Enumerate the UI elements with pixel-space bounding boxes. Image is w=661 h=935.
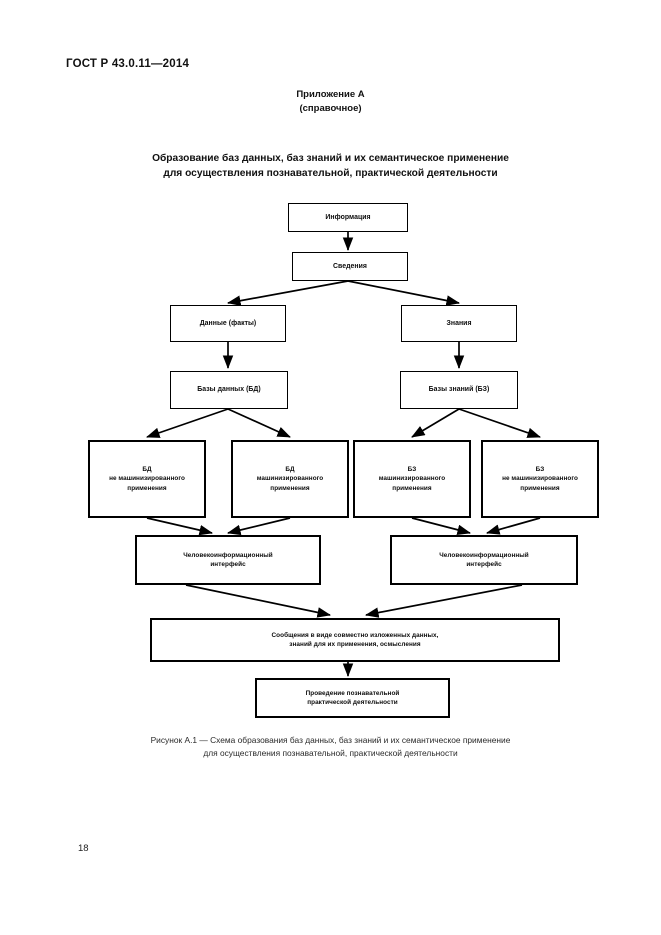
edge-kb-to-kb-non-machine	[458, 408, 541, 438]
node-databases-label: Базы данных (БД)	[197, 386, 261, 394]
node-records-label: Сведения	[333, 262, 367, 270]
node-data-facts-label: Данные (факты)	[199, 319, 257, 327]
node-records: Сведения	[292, 252, 408, 281]
edge-kb-non-machine-to-interface-right	[486, 517, 541, 535]
node-databases: Базы данных (БД)	[170, 371, 288, 409]
node-kb-machine: БЗ машинизированного применения	[353, 440, 471, 518]
node-messages: Сообщения в виде совместно изложенных да…	[150, 618, 560, 662]
edge-records-to-facts	[226, 280, 349, 306]
node-db-non-machine-label: БД не машинизированного применения	[109, 466, 185, 492]
page-title: Образование баз данных, баз знаний и их …	[80, 151, 581, 182]
node-data-facts: Данные (факты)	[170, 305, 286, 342]
edge-db-to-db-machine	[227, 408, 291, 438]
edge-interface-left-to-messages	[185, 584, 331, 618]
node-knowledge-bases: Базы знаний (БЗ)	[400, 371, 518, 409]
node-interface-right-label: Человекоинформационный интерфейс	[439, 551, 529, 568]
node-messages-label: Сообщения в виде совместно изложенных да…	[271, 631, 439, 648]
standard-number-header: ГОСТ Р 43.0.11—2014	[66, 58, 190, 70]
node-activity-label: Проведение познавательной практической д…	[305, 689, 400, 706]
edge-db-to-db-non-machine	[146, 408, 229, 438]
edge-kb-machine-to-interface-right	[411, 517, 471, 535]
node-information-label: Информация	[325, 213, 371, 221]
page-title-line-1: Образование баз данных, баз знаний и их …	[152, 153, 509, 164]
node-kb-non-machine: БЗ не машинизированного применения	[481, 440, 599, 518]
node-db-non-machine: БД не машинизированного применения	[88, 440, 206, 518]
node-db-machine-label: БД машинизированного применения	[256, 466, 324, 492]
node-activity: Проведение познавательной практической д…	[255, 678, 450, 718]
node-interface-left: Человекоинформационный интерфейс	[135, 535, 321, 585]
node-interface-right: Человекоинформационный интерфейс	[390, 535, 578, 585]
node-knowledge: Знания	[401, 305, 517, 342]
appendix-title: Приложение А	[296, 89, 365, 100]
node-interface-left-label: Человекоинформационный интерфейс	[183, 551, 273, 568]
edge-kb-to-kb-machine	[411, 408, 460, 438]
figure-caption-line-1: Рисунок А.1 — Схема образования баз данн…	[150, 735, 511, 745]
node-knowledge-bases-label: Базы знаний (БЗ)	[428, 386, 490, 394]
node-information: Информация	[288, 203, 408, 232]
edge-db-non-machine-to-interface-left	[146, 517, 213, 536]
edge-db-machine-to-interface-left	[227, 517, 291, 536]
node-knowledge-label: Знания	[446, 319, 472, 327]
node-db-machine: БД машинизированного применения	[231, 440, 349, 518]
figure-caption: Рисунок А.1 — Схема образования баз данн…	[95, 734, 566, 761]
appendix-heading: Приложение А (справочное)	[0, 88, 661, 116]
node-kb-machine-label: БЗ машинизированного применения	[378, 466, 446, 492]
appendix-subtitle: (справочное)	[299, 102, 362, 114]
edge-interface-right-to-messages	[364, 584, 523, 618]
edge-records-to-knowledge	[347, 280, 461, 306]
figure-caption-line-2: для осуществления познавательной, практи…	[203, 748, 458, 759]
page-title-line-2: для осуществления познавательной, практи…	[163, 168, 498, 180]
node-kb-non-machine-label: БЗ не машинизированного применения	[502, 466, 578, 492]
page-number: 18	[78, 843, 89, 854]
